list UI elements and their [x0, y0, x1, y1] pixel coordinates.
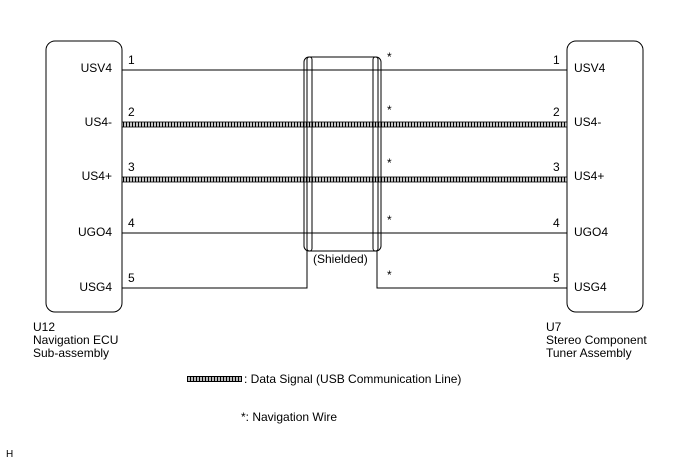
shield-outer: [303, 56, 382, 252]
left-pin-label-3: US4+: [81, 169, 112, 183]
nav-wire-mark-4: *: [387, 213, 392, 227]
nav-wire-mark-2: *: [387, 103, 392, 117]
wire-3-data-signal: [121, 176, 568, 183]
left-pin-number-2: 2: [128, 105, 135, 119]
left-unit-name-line2: Sub-assembly: [33, 346, 110, 360]
left-pin-label-2: US4-: [84, 115, 112, 129]
wire-2-data-signal: [121, 121, 568, 128]
right-pin-number-3: 3: [553, 160, 560, 174]
shield-label: (Shielded): [313, 252, 368, 266]
shield-right-bar: [372, 56, 379, 252]
nav-wire-mark-3: *: [387, 156, 392, 170]
nav-wire-mark-1: *: [387, 50, 392, 64]
left-pin-number-5: 5: [128, 271, 135, 285]
nav-wire-mark-5: *: [387, 268, 392, 282]
left-pin-number-3: 3: [128, 160, 135, 174]
right-unit-code: U7: [546, 320, 562, 334]
right-pin-number-4: 4: [553, 216, 560, 230]
left-connector-box: [45, 40, 123, 313]
right-pin-number-5: 5: [553, 271, 560, 285]
right-pin-number-1: 1: [553, 53, 560, 67]
left-pin-number-1: 1: [128, 53, 135, 67]
left-pin-number-4: 4: [128, 216, 135, 230]
right-pin-label-4: UGO4: [574, 225, 609, 239]
left-unit-name-line1: Navigation ECU: [33, 333, 119, 347]
navigation-wire-legend-text: *: Navigation Wire: [241, 410, 338, 424]
right-unit-name-line1: Stereo Component: [546, 333, 647, 347]
left-pin-label-5: USG4: [79, 280, 112, 294]
left-unit-caption: U12 Navigation ECU Sub-assembly: [33, 321, 118, 360]
right-pin-label-2: US4-: [574, 115, 602, 129]
data-signal-legend-swatch: [187, 376, 242, 382]
right-pin-label-3: US4+: [574, 169, 605, 183]
right-pin-label-5: USG4: [574, 280, 607, 294]
wire-5-left: [122, 251, 308, 289]
left-unit-code: U12: [33, 320, 56, 334]
right-pin-number-2: 2: [553, 105, 560, 119]
wire-5-right: [376, 251, 567, 289]
right-connector-box: [566, 40, 644, 313]
left-pin-label-1: USV4: [80, 61, 112, 75]
right-unit-caption: U7 Stereo Component Tuner Assembly: [546, 321, 647, 360]
corner-mark: H: [6, 449, 14, 460]
data-signal-legend-text: : Data Signal (USB Communication Line): [244, 372, 462, 386]
shield-left-bar: [306, 56, 313, 252]
right-pin-label-1: USV4: [574, 61, 606, 75]
left-pin-label-4: UGO4: [77, 225, 112, 239]
right-unit-name-line2: Tuner Assembly: [546, 346, 632, 360]
